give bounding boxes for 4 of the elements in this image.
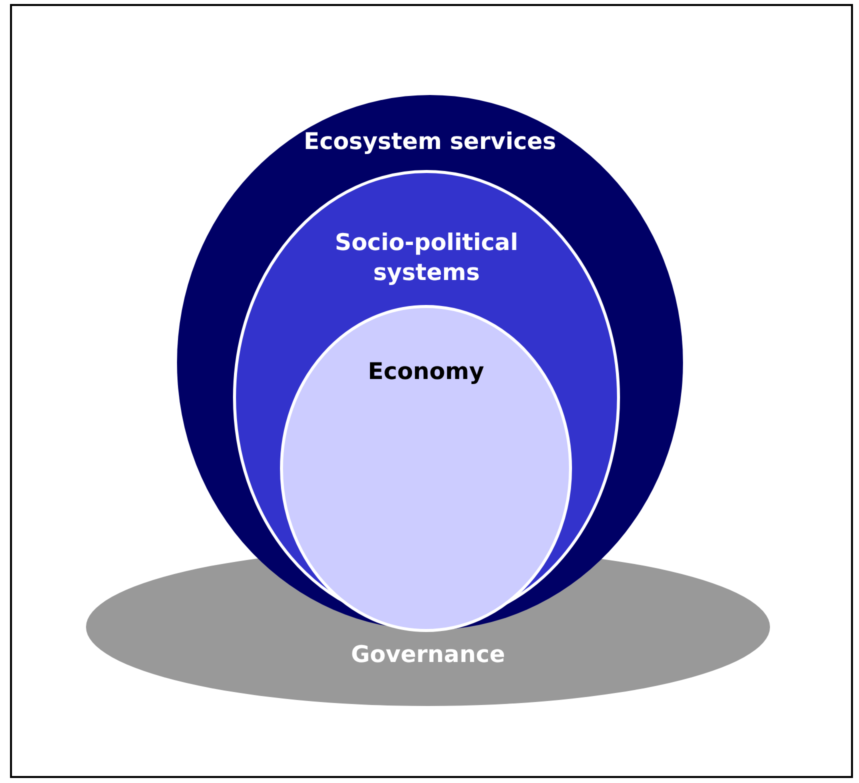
ellipse-label: Economy bbox=[368, 358, 484, 387]
ellipse-label: Governance bbox=[350, 641, 506, 670]
ellipse-label: Ecosystem services bbox=[304, 128, 556, 157]
ellipse-label: Socio-political systems bbox=[334, 229, 520, 288]
